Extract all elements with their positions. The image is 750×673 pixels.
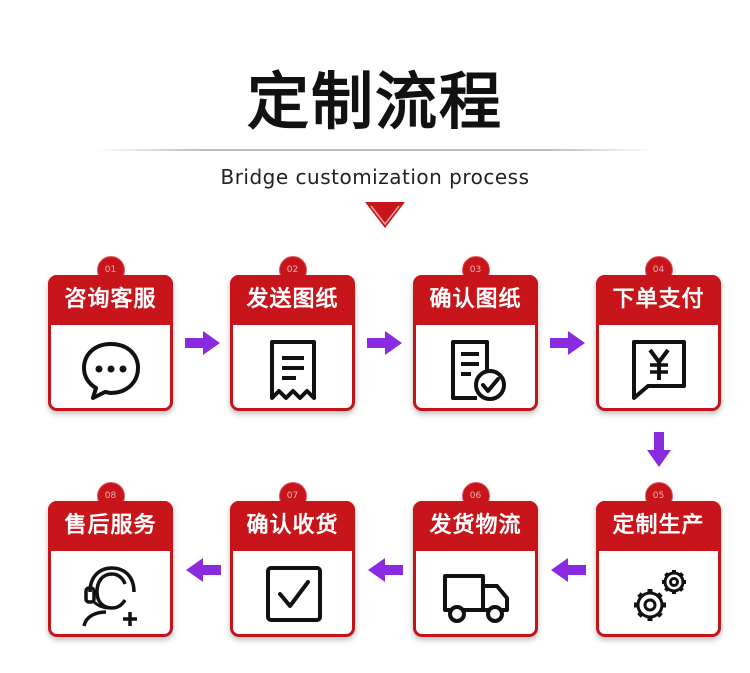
step-label: 确认收货 <box>230 501 355 551</box>
step-card-confirm-receipt: 07 确认收货 <box>230 482 355 637</box>
step-card-send-drawing: 02 发送图纸 <box>230 256 355 411</box>
yen-payment-icon <box>631 340 686 400</box>
step-label: 发送图纸 <box>230 275 355 325</box>
arrow-left-icon <box>368 558 403 582</box>
step-card-confirm-drawing: 03 确认图纸 <box>413 256 538 411</box>
document-check-icon <box>450 340 506 401</box>
arrow-right-icon <box>550 331 585 355</box>
arrow-right-icon <box>185 331 220 355</box>
step-label: 咨询客服 <box>48 275 173 325</box>
arrow-left-icon <box>551 558 586 582</box>
chat-bubble-icon <box>81 342 140 400</box>
step-card-pay: 04 下单支付 <box>596 256 721 411</box>
arrow-left-icon <box>186 558 221 582</box>
page-title: 定制流程 <box>246 65 503 138</box>
step-label: 确认图纸 <box>413 275 538 325</box>
step-card-after-sales: 08 售后服务 <box>48 482 173 637</box>
checkbox-icon <box>265 566 322 622</box>
step-card-consult: 01 咨询客服 <box>48 256 173 411</box>
gears-icon <box>633 570 686 621</box>
truck-icon <box>442 574 509 623</box>
step-label: 下单支付 <box>596 275 721 325</box>
step-card-shipping: 06 发货物流 <box>413 482 538 637</box>
down-triangle-icon <box>365 202 405 228</box>
page-subtitle: Bridge customization process <box>220 165 530 189</box>
title-divider <box>95 149 655 151</box>
arrow-right-icon <box>367 331 402 355</box>
arrow-down-icon <box>647 432 671 467</box>
step-label: 定制生产 <box>596 501 721 551</box>
customer-service-icon <box>81 566 137 627</box>
receipt-icon <box>269 340 316 400</box>
step-label: 售后服务 <box>48 501 173 551</box>
step-card-production: 05 定制生产 <box>596 482 721 637</box>
step-label: 发货物流 <box>413 501 538 551</box>
